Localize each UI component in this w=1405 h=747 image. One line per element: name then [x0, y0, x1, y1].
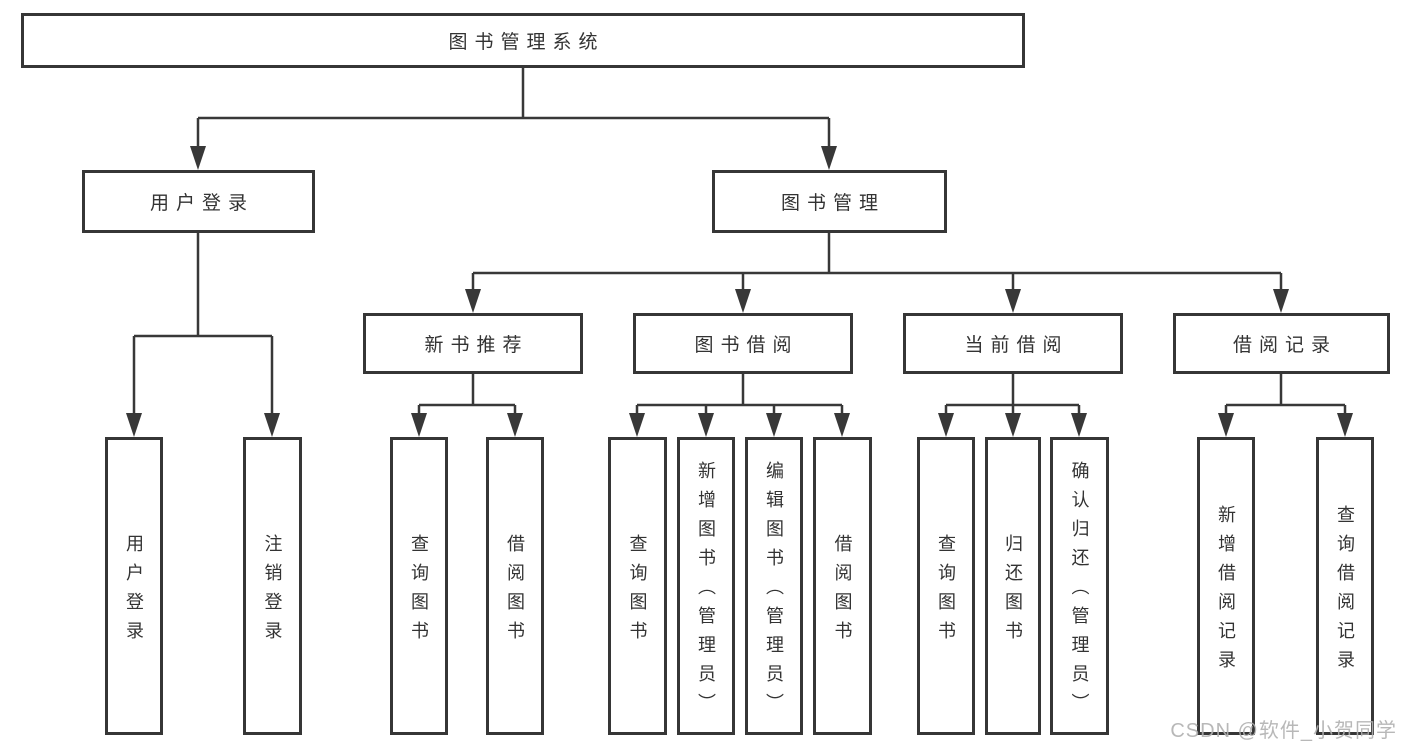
arrowhead: [821, 146, 837, 170]
leaf-add-books-admin: 新增图书（管理员）: [677, 437, 735, 735]
connector-book-management-children: [465, 233, 1289, 313]
connector-book-borrowing-children: [629, 374, 850, 437]
arrowhead: [735, 289, 751, 313]
node-label: 当前借阅: [964, 335, 1069, 356]
node-borrowing-records: 借阅记录: [1173, 313, 1390, 374]
leaf-query-books-recommend: 查询图书: [390, 437, 448, 735]
leaf-borrow-books-borrowing: 借阅图书: [813, 437, 872, 735]
arrowhead: [1071, 413, 1087, 437]
arrowhead: [465, 289, 481, 313]
leaf-borrow-books-recommend: 借阅图书: [486, 437, 544, 735]
node-label: 借阅记录: [1232, 335, 1337, 356]
arrowhead: [938, 413, 954, 437]
node-user-login: 用户登录: [82, 170, 315, 233]
leaf-query-borrow-record: 查询借阅记录: [1316, 437, 1374, 735]
leaf-query-books-borrowing: 查询图书: [608, 437, 667, 735]
leaf-label: 编辑图书（管理员）: [764, 461, 784, 722]
leaf-label: 归还图书: [1003, 533, 1023, 650]
arrowhead: [698, 413, 714, 437]
node-label: 新书推荐: [424, 335, 529, 356]
node-book-borrowing: 图书借阅: [633, 313, 853, 374]
leaf-add-borrow-record: 新增借阅记录: [1197, 437, 1255, 735]
arrowhead: [126, 413, 142, 437]
leaf-label: 查询图书: [409, 533, 429, 650]
arrowhead: [629, 413, 645, 437]
leaf-label: 借阅图书: [832, 533, 853, 650]
leaf-return-books: 归还图书: [985, 437, 1041, 735]
node-label: 图书借阅: [694, 335, 799, 356]
arrowhead: [264, 413, 280, 437]
connector-user-login-children: [126, 233, 280, 437]
leaf-user-login: 用户登录: [105, 437, 163, 735]
leaf-label: 查询图书: [627, 533, 648, 650]
connector-new-book-recommend-children: [411, 374, 523, 437]
leaf-label: 用户登录: [124, 533, 144, 650]
leaf-label: 查询图书: [936, 533, 956, 650]
node-new-book-recommendation: 新书推荐: [363, 313, 583, 374]
node-book-management: 图书管理: [712, 170, 947, 233]
leaf-label: 新增借阅记录: [1216, 504, 1236, 679]
arrowhead: [411, 413, 427, 437]
node-label: 图书管理: [780, 193, 885, 214]
arrowhead: [190, 146, 206, 170]
arrowhead: [1005, 289, 1021, 313]
arrowhead: [1273, 289, 1289, 313]
csdn-watermark: CSDN @软件_小贺同学: [1170, 720, 1397, 742]
node-library-management-system: 图书管理系统: [21, 13, 1025, 68]
leaf-label: 确认归还（管理员）: [1069, 461, 1090, 722]
connector-current-borrowing-children: [938, 374, 1087, 437]
arrowhead: [1218, 413, 1234, 437]
leaf-logout-login: 注销登录: [243, 437, 302, 735]
leaf-label: 注销登录: [262, 533, 283, 650]
connector-borrow-records-children: [1218, 374, 1353, 437]
leaf-label: 新增图书（管理员）: [696, 461, 716, 722]
arrowhead: [1337, 413, 1353, 437]
connector-root-to-level1: [190, 68, 837, 170]
node-current-borrowing: 当前借阅: [903, 313, 1123, 374]
arrowhead: [766, 413, 782, 437]
arrowhead: [1005, 413, 1021, 437]
leaf-confirm-return-admin: 确认归还（管理员）: [1050, 437, 1109, 735]
node-label: 用户登录: [149, 193, 254, 214]
leaf-label: 查询借阅记录: [1335, 504, 1355, 679]
leaf-label: 借阅图书: [505, 533, 525, 650]
leaf-query-books-current: 查询图书: [917, 437, 975, 735]
arrowhead: [507, 413, 523, 437]
node-label: 图书管理系统: [448, 32, 605, 53]
leaf-edit-books-admin: 编辑图书（管理员）: [745, 437, 803, 735]
arrowhead: [834, 413, 850, 437]
